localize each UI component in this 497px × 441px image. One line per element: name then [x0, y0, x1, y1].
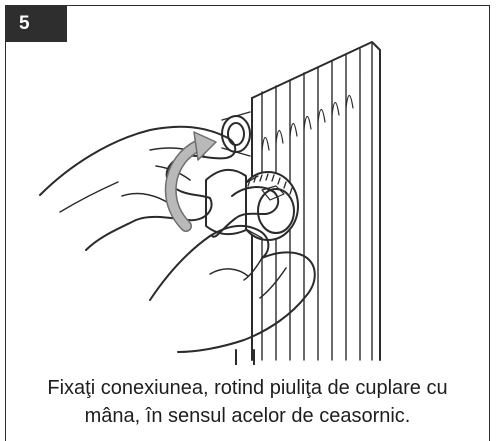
instruction-caption: Fixaţi conexiunea, rotind piuliţa de cup… — [5, 374, 490, 430]
instruction-panel — [5, 5, 490, 441]
right-hand — [149, 185, 316, 353]
caption-line-1: Fixaţi conexiunea, rotind piuliţa de cup… — [47, 377, 448, 399]
step-number-badge: 5 — [5, 5, 67, 42]
rotation-arrow — [164, 131, 217, 232]
pipe — [235, 349, 255, 365]
coupling-nut — [205, 169, 299, 241]
valve-connector — [221, 111, 251, 157]
caption-line-2: mâna, în sensul acelor de ceasornic. — [84, 405, 411, 427]
instruction-illustration — [39, 41, 381, 365]
